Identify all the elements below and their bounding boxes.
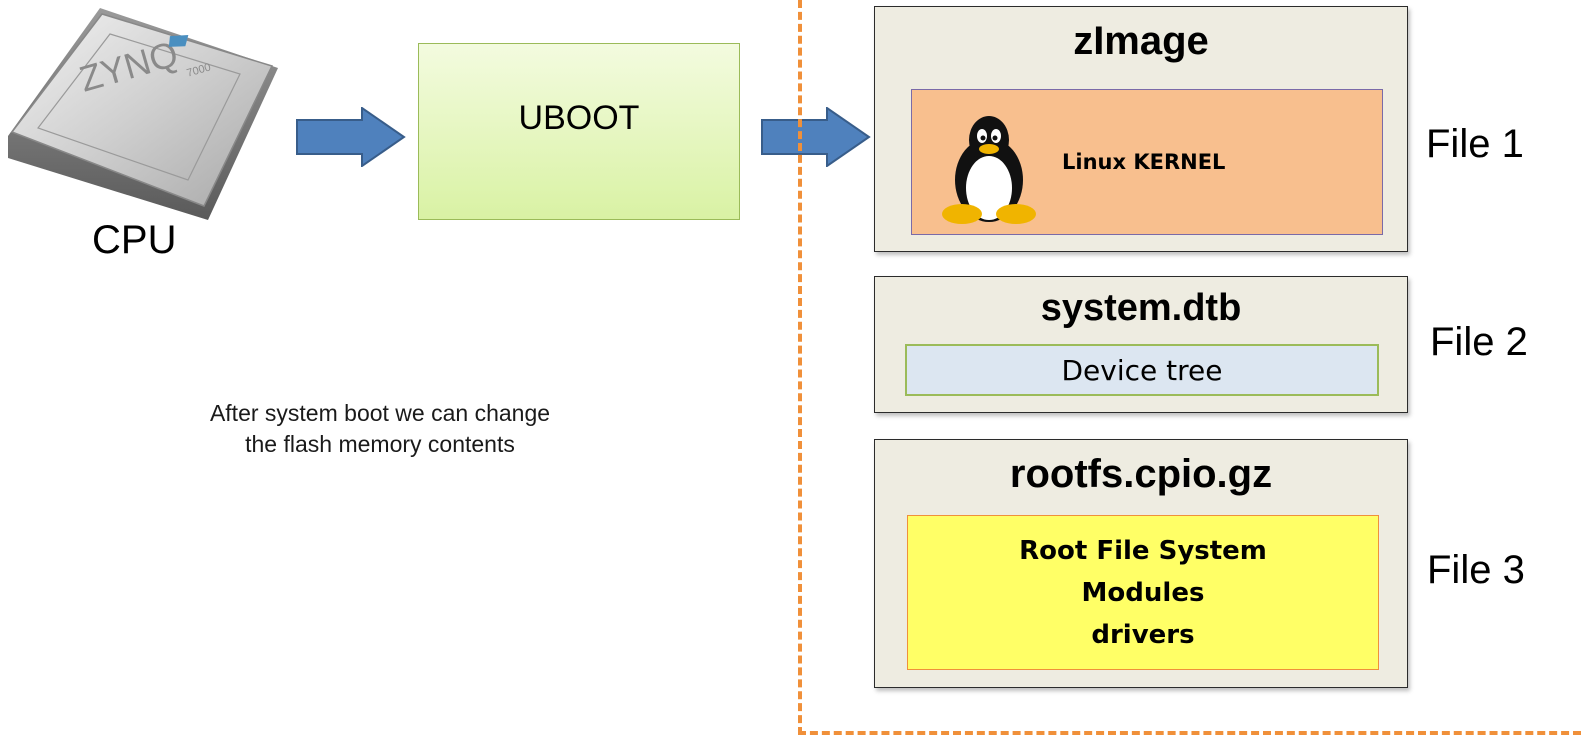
rootfs-content-box: Root File System Modules drivers [907, 515, 1379, 670]
file-dtb-title: system.dtb [1040, 287, 1242, 329]
file-rootfs-title: rootfs.cpio.gz [1009, 452, 1273, 496]
linux-kernel-box: Linux KERNEL [911, 89, 1383, 235]
file-zimage-box: zImage Linux KERNEL [874, 6, 1408, 252]
file-3-label: File 3 [1427, 548, 1525, 592]
tux-penguin-icon [942, 116, 1036, 224]
file-rootfs-box: rootfs.cpio.gz Root File System Modules … [874, 439, 1408, 688]
rootfs-line-drivers: drivers [1091, 619, 1195, 650]
device-tree-label: Device tree [1061, 353, 1223, 387]
uboot-label: UBOOT [518, 99, 640, 137]
rootfs-line-root-file-system: Root File System [1019, 535, 1267, 566]
zynq-chip-icon: ZYNQ 7000 [8, 8, 278, 220]
file-dtb-box: system.dtb Device tree [874, 276, 1408, 413]
right-arrow-icon [296, 107, 406, 167]
uboot-box: UBOOT [418, 43, 740, 220]
file-1-label: File 1 [1426, 122, 1524, 166]
file-zimage-title: zImage [1073, 19, 1209, 63]
cpu-label: CPU [92, 218, 177, 262]
rootfs-line-modules: Modules [1081, 577, 1205, 608]
device-tree-box: Device tree [905, 344, 1379, 396]
flash-boundary-left [798, 0, 802, 735]
linux-kernel-label: Linux KERNEL [1062, 150, 1226, 174]
file-2-label: File 2 [1430, 320, 1528, 364]
note-text: After system boot we can change the flas… [209, 400, 551, 457]
flash-boundary-bottom [798, 731, 1581, 735]
right-arrow-icon [761, 107, 871, 167]
